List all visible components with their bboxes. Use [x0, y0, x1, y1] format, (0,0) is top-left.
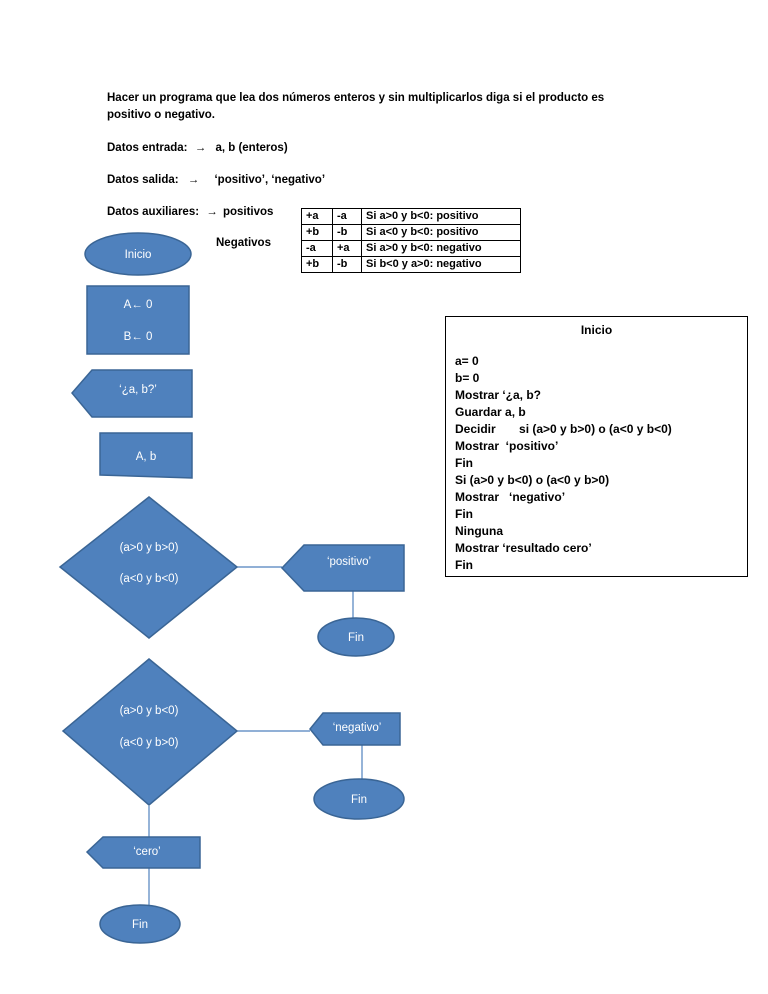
table-cell: +b — [301, 256, 333, 273]
pseudocode-line: Ninguna — [455, 524, 503, 538]
outputs-label: Datos salida: — [107, 174, 179, 186]
start-label: Inicio — [125, 249, 152, 261]
aux-value-positivos: positivos — [222, 206, 274, 218]
pseudocode-title: Inicio — [580, 323, 613, 337]
pseudocode-lines: a= 0 b= 0 Mostrar ‘¿a, b? Guardar a, b D… — [455, 353, 672, 574]
arrow-icon: → — [194, 142, 207, 154]
sign-table: +a -a Si a>0 y b<0: positivo +b -b Si a<… — [301, 208, 521, 273]
arrow-icon: → — [206, 206, 218, 218]
table-cell: Si a>0 y b<0: negativo — [361, 240, 521, 257]
pseudocode-line: b= 0 — [455, 371, 480, 385]
init-b-label: B← 0 — [124, 331, 153, 343]
pseudocode-line: Mostrar ‘positivo’ — [455, 439, 559, 453]
inputs-label: Datos entrada: — [107, 142, 188, 154]
pseudocode-line: Mostrar ‘resultado cero’ — [455, 541, 592, 555]
table-row: +b -b Si a<0 y b<0: positivo — [301, 224, 521, 241]
start-terminator — [84, 232, 192, 276]
negative-display — [309, 712, 401, 746]
aux-row: Datos auxiliares: → positivos — [107, 205, 273, 220]
decision2-cond-a: (a>0 y b<0) — [120, 705, 179, 717]
inputs-value: a, b (enteros) — [215, 142, 288, 154]
table-cell: +a — [332, 240, 362, 257]
zero-display — [85, 836, 201, 869]
read-label: A, b — [136, 451, 156, 463]
arrow-icon: → — [187, 174, 200, 186]
end-terminator-3 — [99, 904, 181, 944]
end1-label: Fin — [348, 632, 364, 644]
pseudocode-line: Fin — [455, 507, 473, 521]
outputs-row: Datos salida: → ‘positivo’, ‘negativo’ — [107, 173, 325, 188]
positive-label: ‘positivo’ — [327, 556, 371, 568]
prompt-display — [71, 369, 193, 418]
init-process — [86, 285, 190, 355]
pseudocode-line: Mostrar ‘negativo’ — [455, 490, 566, 504]
pseudocode-line: Guardar a, b — [455, 405, 526, 419]
connector-lines — [148, 566, 363, 905]
pseudocode-line: Fin — [455, 456, 473, 470]
pseudocode-line: Decidir si (a>0 y b>0) o (a<0 y b<0) — [455, 422, 672, 436]
table-cell: Si b<0 y a>0: negativo — [361, 256, 521, 273]
decision-negative — [61, 658, 239, 806]
aux-label: Datos auxiliares: — [107, 206, 200, 218]
table-row: -a +a Si a>0 y b<0: negativo — [301, 240, 521, 257]
end-terminator-2 — [313, 778, 405, 820]
negative-label: ‘negativo’ — [333, 722, 382, 734]
decision1-cond-b: (a<0 y b<0) — [120, 573, 179, 585]
end-terminator-1 — [317, 617, 395, 657]
pseudocode-line: Si (a>0 y b<0) o (a<0 y b>0) — [455, 473, 610, 487]
table-row: +b -b Si b<0 y a>0: negativo — [301, 256, 521, 273]
end2-label: Fin — [351, 794, 367, 806]
table-cell: Si a<0 y b<0: positivo — [361, 224, 521, 241]
outputs-value: ‘positivo’, ‘negativo’ — [214, 174, 326, 186]
problem-line-2: positivo o negativo. — [107, 109, 215, 121]
inputs-row: Datos entrada: → a, b (enteros) — [107, 141, 288, 156]
decision2-cond-b: (a<0 y b>0) — [120, 737, 179, 749]
pseudocode-line: Fin — [455, 558, 473, 572]
pseudocode-line: Mostrar ‘¿a, b? — [455, 388, 542, 402]
positive-display — [280, 544, 405, 592]
problem-line-1: Hacer un programa que lea dos números en… — [107, 92, 605, 104]
zero-label: ‘cero’ — [133, 846, 160, 858]
prompt-label: ‘¿a, b?’ — [119, 384, 157, 396]
pseudocode-line: a= 0 — [455, 354, 479, 368]
decision1-cond-a: (a>0 y b>0) — [120, 542, 179, 554]
decision-positive — [58, 496, 239, 639]
read-input — [99, 432, 193, 479]
pseudocode-box: Inicio a= 0 b= 0 Mostrar ‘¿a, b? Guardar… — [445, 316, 748, 577]
end3-label: Fin — [132, 919, 148, 931]
aux-value-negativos: Negativos — [216, 237, 271, 249]
init-a-label: A← 0 — [124, 299, 153, 311]
